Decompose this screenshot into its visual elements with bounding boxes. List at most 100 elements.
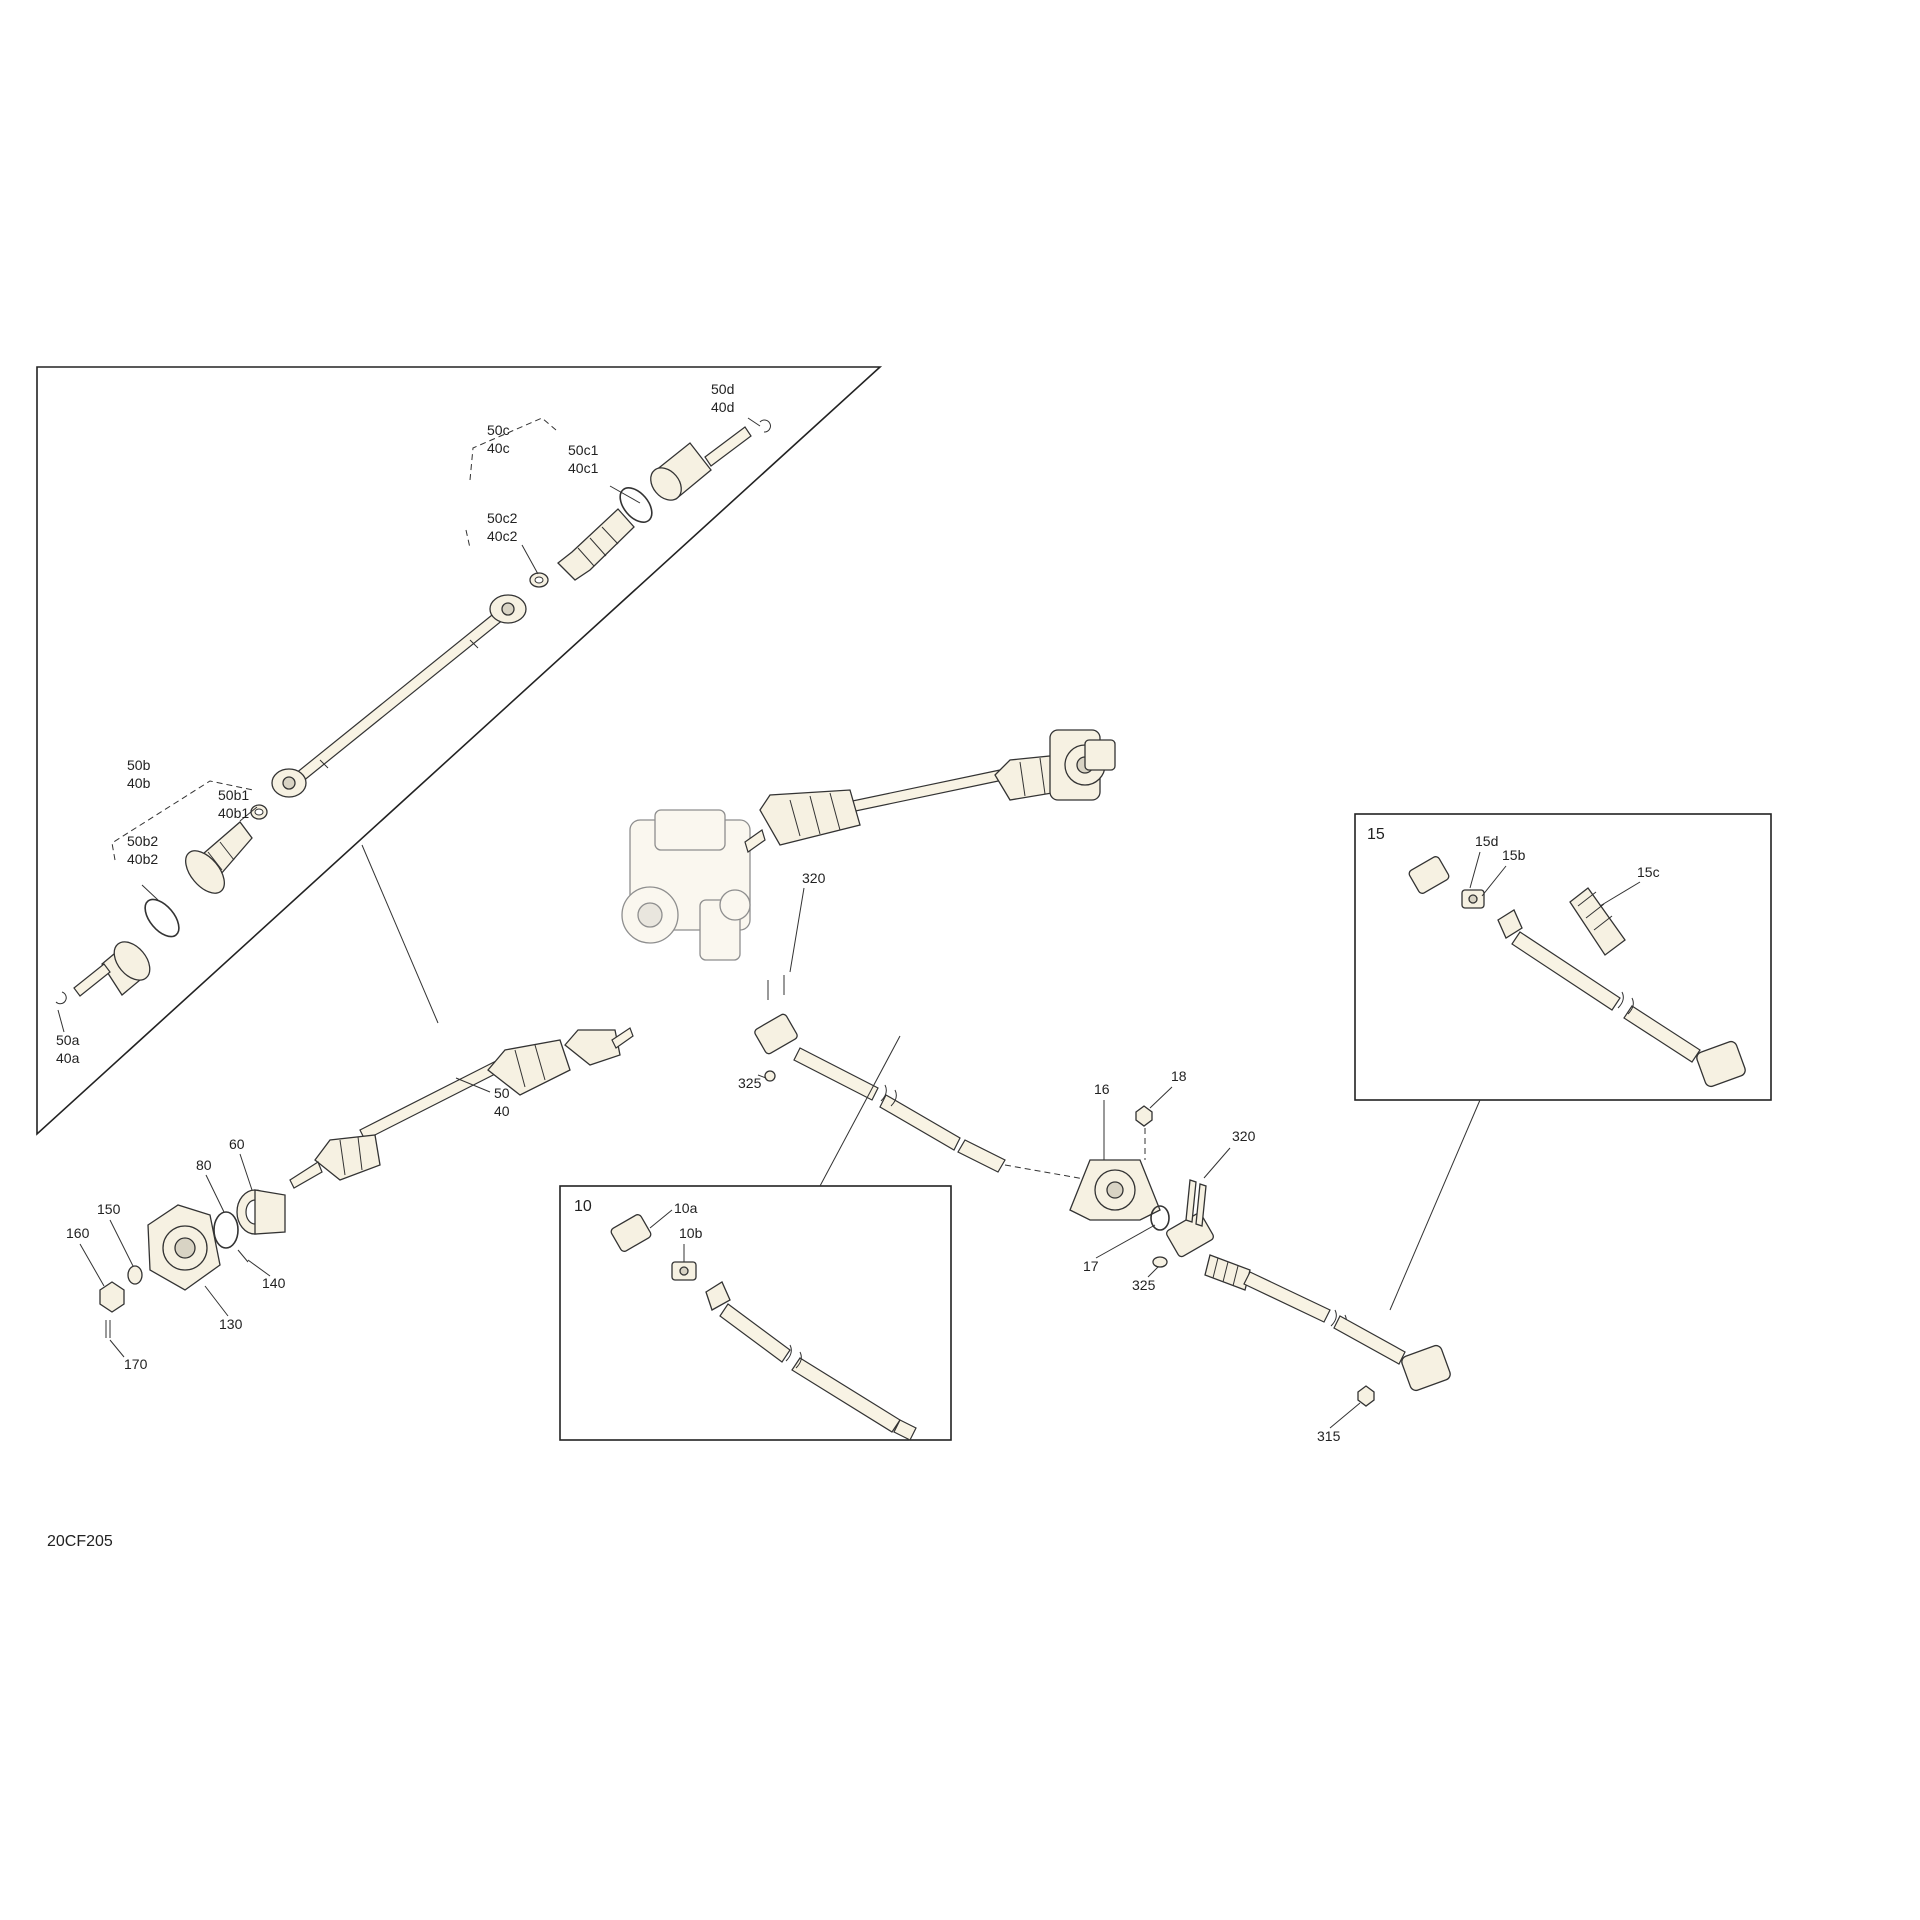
detail-10-yoke[interactable] xyxy=(610,1213,652,1253)
inset-axle-shaft[interactable] xyxy=(289,606,510,787)
callout-40c1: 40c1 xyxy=(568,460,599,476)
front-differential-housing[interactable] xyxy=(621,809,751,961)
detail-15-leader-line xyxy=(1389,1099,1481,1311)
callout-40b1: 40b1 xyxy=(218,805,249,821)
leader-50-40 xyxy=(455,1077,491,1093)
callout-50b: 50b xyxy=(127,757,151,773)
nut-325-lower[interactable] xyxy=(1152,1256,1168,1268)
rear-propeller-shaft[interactable] xyxy=(1165,1212,1452,1392)
callout-50b2: 50b2 xyxy=(127,833,158,849)
bolt-140[interactable] xyxy=(237,1249,249,1263)
group-bracket-50c-lower xyxy=(465,529,471,549)
detail-15-yoke[interactable] xyxy=(1408,855,1450,895)
leader-170 xyxy=(109,1339,125,1358)
callout-50a: 50a xyxy=(56,1032,80,1048)
leader-50a xyxy=(57,1009,65,1033)
detail-10-break-mark xyxy=(785,1344,802,1369)
drawing-code: 20CF205 xyxy=(47,1533,113,1550)
inset-ring-50b1[interactable] xyxy=(250,804,268,820)
detail-10-leader-line xyxy=(819,1035,901,1187)
leader-130 xyxy=(204,1285,229,1317)
bolt-320-upper[interactable] xyxy=(767,975,785,1000)
leader-17 xyxy=(1095,1224,1156,1259)
leader-10a xyxy=(649,1209,673,1229)
bolt-18[interactable] xyxy=(1135,1105,1153,1127)
leader-160 xyxy=(79,1243,105,1287)
detail-15-break-mark xyxy=(1617,991,1634,1015)
callout-17: 17 xyxy=(1083,1258,1099,1274)
assembly-dashed-line xyxy=(1004,1164,1091,1181)
detail-15-boot[interactable] xyxy=(1569,887,1626,956)
leader-140 xyxy=(247,1259,271,1277)
inset-outer-housing-lower[interactable] xyxy=(73,935,157,997)
callout-50d: 50d xyxy=(711,381,734,397)
wheel-bearing-60[interactable] xyxy=(236,1189,286,1235)
callout-80: 80 xyxy=(196,1157,212,1173)
cotter-pin-170[interactable] xyxy=(105,1320,111,1338)
hub-nut-160[interactable] xyxy=(99,1281,125,1313)
cv-joint-detail-frame xyxy=(36,366,883,1136)
upper-drive-axle[interactable] xyxy=(744,754,1071,853)
inset-clamp-50c1[interactable] xyxy=(614,482,658,528)
inset-inner-tripod-lower[interactable] xyxy=(271,768,307,798)
leader-18 xyxy=(1149,1086,1173,1109)
callout-50c1: 50c1 xyxy=(568,442,599,458)
washer-150[interactable] xyxy=(127,1265,143,1285)
break-mark-upper xyxy=(880,1084,897,1107)
inset-clamp-50b2[interactable] xyxy=(139,893,186,942)
inset-circlip-50d[interactable] xyxy=(759,419,771,433)
inset-inner-tripod[interactable] xyxy=(489,594,527,624)
inset-boot-upper[interactable] xyxy=(557,508,635,581)
leader-50d xyxy=(747,417,761,427)
rear-hub-knuckle[interactable] xyxy=(1049,729,1116,801)
inset-ring-50c2[interactable] xyxy=(529,572,549,588)
callout-320-lower: 320 xyxy=(1232,1128,1256,1144)
detail-15-spider[interactable] xyxy=(1461,889,1485,909)
leader-50b2 xyxy=(141,884,159,901)
callout-170: 170 xyxy=(124,1356,148,1372)
callout-15c: 15c xyxy=(1637,864,1660,880)
callout-325-lower: 325 xyxy=(1132,1277,1156,1293)
leader-15d xyxy=(1469,851,1481,889)
callout-10b: 10b xyxy=(679,1225,703,1241)
detail-10-spider[interactable] xyxy=(671,1261,697,1281)
callout-15: 15 xyxy=(1367,826,1385,843)
callout-50c2: 50c2 xyxy=(487,510,518,526)
retaining-ring-80[interactable] xyxy=(213,1211,239,1249)
callout-10: 10 xyxy=(574,1198,592,1215)
inset-circlip-50a[interactable] xyxy=(55,991,67,1005)
callout-50c: 50c xyxy=(487,422,510,438)
callout-60: 60 xyxy=(229,1136,245,1152)
callout-40c: 40c xyxy=(487,440,510,456)
callout-10a: 10a xyxy=(674,1200,698,1216)
callout-40d: 40d xyxy=(711,399,734,415)
inset-boot-lower[interactable] xyxy=(178,821,253,900)
front-propeller-shaft[interactable] xyxy=(753,1013,1006,1173)
wheel-hub-130[interactable] xyxy=(147,1204,221,1291)
callout-315: 315 xyxy=(1317,1428,1341,1444)
bolts-320-lower[interactable] xyxy=(1185,1179,1207,1227)
callout-325-upper: 325 xyxy=(738,1075,762,1091)
detail-15-shaft[interactable] xyxy=(1497,909,1747,1088)
detail-10-shaft[interactable] xyxy=(705,1281,917,1441)
front-drive-axle[interactable] xyxy=(289,1027,634,1189)
callout-16: 16 xyxy=(1094,1081,1110,1097)
group-bracket-50b xyxy=(111,780,254,861)
center-support-bearing[interactable] xyxy=(1069,1159,1161,1221)
callout-40: 40 xyxy=(494,1103,510,1119)
inset-outer-housing-upper[interactable] xyxy=(644,426,752,506)
leader-315 xyxy=(1329,1402,1361,1429)
callout-40b2: 40b2 xyxy=(127,851,158,867)
leader-80 xyxy=(205,1174,225,1213)
leader-150 xyxy=(109,1219,134,1267)
leader-320-lower xyxy=(1203,1147,1231,1179)
snap-ring-17[interactable] xyxy=(1150,1205,1170,1231)
callout-160: 160 xyxy=(66,1225,90,1241)
callout-130: 130 xyxy=(219,1316,243,1332)
callout-140: 140 xyxy=(262,1275,286,1291)
leader-50c2 xyxy=(521,544,539,575)
callout-50: 50 xyxy=(494,1085,510,1101)
nut-325-upper[interactable] xyxy=(764,1070,776,1082)
nut-315[interactable] xyxy=(1357,1385,1375,1407)
